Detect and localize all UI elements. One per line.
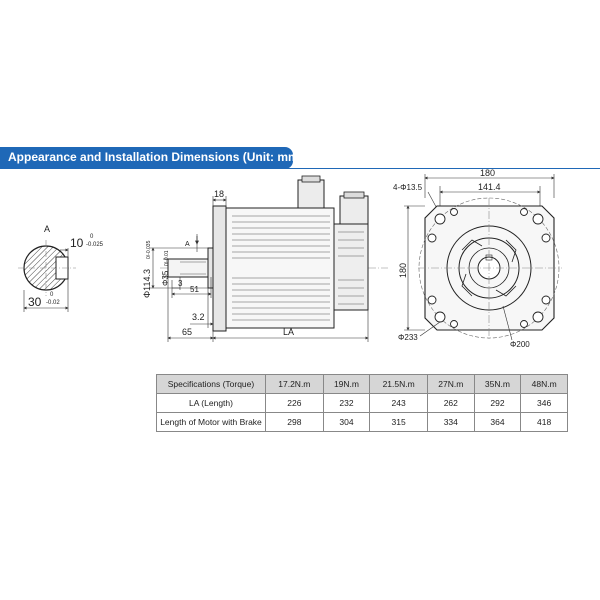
flange-height-label: 180 — [398, 263, 408, 278]
flange-width-label: 180 — [480, 168, 495, 178]
table-cell: 304 — [322, 412, 371, 432]
encoder-connector — [339, 195, 369, 225]
pilot-diameter-label: Φ114.3 — [142, 269, 152, 298]
column-header: 19N.m — [322, 374, 371, 394]
key-length-label: 51 — [190, 285, 199, 294]
table-row: LA (Length) 226 232 243 262 292 346 — [156, 393, 568, 413]
key-width-value: 10 — [70, 236, 84, 250]
row-label: LA (Length) — [156, 393, 266, 413]
table-cell: 298 — [265, 412, 324, 432]
key-width-upper-tol: 0 — [90, 234, 94, 240]
key-depth-value: 30 — [28, 295, 42, 309]
table-cell: 364 — [473, 412, 522, 432]
bolt-holes-label: 4-Φ13.5 — [393, 183, 423, 192]
table-cell: 232 — [322, 393, 371, 413]
table-cell: 334 — [426, 412, 475, 432]
spigot-depth-label: 3.2 — [192, 312, 205, 322]
table-cell: 262 — [426, 393, 475, 413]
column-header: 35N.m — [473, 374, 522, 394]
column-header: 17.2N.m — [265, 374, 324, 394]
table-cell: 346 — [520, 393, 568, 413]
table-cell: 418 — [520, 412, 568, 432]
table-cell: 226 — [265, 393, 324, 413]
encoder-cover — [333, 223, 369, 311]
step-label: 3 — [178, 279, 183, 288]
motor-body — [225, 207, 335, 329]
column-header: 48N.m — [520, 374, 568, 394]
motor-front-view: 180 141.4 4-Φ13.5 180 — [393, 168, 562, 349]
motor-flange — [212, 205, 227, 332]
key-width-lower-tol: -0.025 — [86, 242, 104, 248]
bolt-circle-label: Φ233 — [398, 333, 418, 342]
header-label: Specifications (Torque) — [156, 374, 266, 394]
body-length-label: LA — [283, 327, 294, 337]
section-mark-label: A — [185, 241, 190, 248]
title-underline — [0, 168, 600, 169]
bolt-hole — [434, 311, 446, 323]
shaft-tolerance: 0/-0.01 — [164, 250, 170, 266]
table-cell: 243 — [369, 393, 428, 413]
key-depth-upper-tol: 0 — [50, 292, 54, 298]
flange-spigot — [207, 247, 214, 289]
section-label: A — [44, 224, 50, 234]
pilot-tolerance: 0/-0.035 — [146, 240, 152, 259]
table-cell: 292 — [473, 393, 522, 413]
spigot-circle-label: Φ200 — [510, 340, 530, 349]
bolt-hole — [434, 213, 446, 225]
shaft-section-view: A 10 0 -0.025 30 0 -0.02 — [18, 224, 104, 312]
bolt-hole — [532, 213, 544, 225]
key-depth-lower-tol: -0.02 — [46, 300, 60, 306]
section-title-bar: Appearance and Installation Dimensions (… — [0, 147, 303, 169]
section-title: Appearance and Installation Dimensions (… — [8, 150, 303, 164]
column-header: 27N.m — [426, 374, 475, 394]
shaft-length-label: 65 — [182, 327, 192, 337]
shaft-diameter-label: Φ35 — [161, 270, 170, 286]
row-label: Length of Motor with Brake — [156, 412, 266, 432]
motor-side-view: 18 Φ114.3 0/-0.035 Φ35 0/-0.01 A 3 51 3.… — [142, 175, 388, 342]
flange-thickness-label: 18 — [214, 189, 224, 199]
table-cell: 315 — [369, 412, 428, 432]
specification-table: Specifications (Torque) 17.2N.m 19N.m 21… — [156, 374, 568, 432]
table-row: Length of Motor with Brake 298 304 315 3… — [156, 412, 568, 432]
bolt-spacing-label: 141.4 — [478, 182, 501, 192]
bolt-hole — [532, 311, 544, 323]
power-connector — [297, 179, 325, 209]
table-header-row: Specifications (Torque) 17.2N.m 19N.m 21… — [156, 374, 568, 394]
column-header: 21.5N.m — [369, 374, 428, 394]
